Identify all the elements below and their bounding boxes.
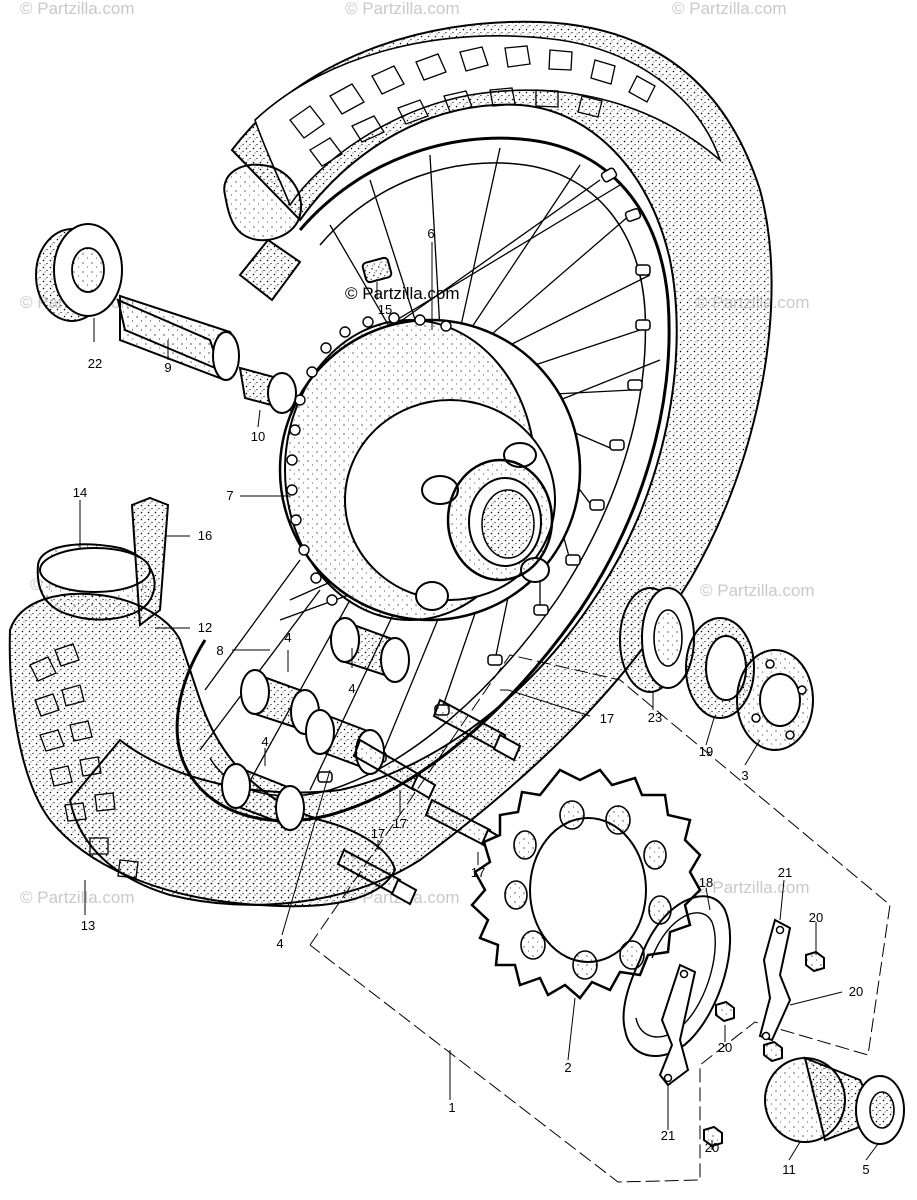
part-14-tube (36, 543, 156, 621)
callout-22: 22 (88, 356, 102, 371)
tread-blocks (289, 45, 656, 167)
part-18-lock-plate (622, 895, 732, 1057)
hub-bore-inner (481, 489, 535, 559)
callout-4: 4 (284, 630, 291, 645)
callout-19: 19 (699, 744, 713, 759)
callout-14: 14 (73, 485, 87, 500)
part-5-collar (855, 1075, 905, 1145)
callout-17: 17 (393, 816, 407, 831)
part-9-spacer (116, 294, 240, 382)
callout-10: 10 (251, 429, 265, 444)
callout-1: 1 (448, 1100, 455, 1115)
damper (330, 617, 410, 683)
callout-23: 23 (648, 710, 662, 725)
watermark: © Partzilla.com (20, 888, 135, 907)
callout-6: 6 (427, 226, 434, 241)
callout-2: 2 (564, 1060, 571, 1075)
callout-17: 17 (600, 711, 614, 726)
tire (68, 20, 773, 906)
inner-tube-cut (223, 163, 303, 242)
callout-15: 15 (378, 302, 392, 317)
part-23-bearing (619, 587, 695, 693)
callout-4: 4 (348, 681, 355, 696)
part-3-retainer (736, 649, 814, 751)
hub-flange-holes (286, 312, 452, 606)
damper (221, 763, 305, 831)
part-20-nuts (703, 950, 825, 1148)
part-16-rim-band (130, 496, 170, 627)
callout-16: 16 (198, 528, 212, 543)
callout-20: 20 (718, 1040, 732, 1055)
callout-5: 5 (862, 1162, 869, 1177)
callout-17: 17 (471, 865, 485, 880)
part-15-valve-cap (361, 256, 393, 284)
callout-12: 12 (198, 620, 212, 635)
callout-21: 21 (661, 1128, 675, 1143)
part-21-lock-washer (658, 963, 697, 1087)
watermark: © Partzilla.com (345, 0, 460, 18)
callout-9: 9 (164, 360, 171, 375)
callout-18: 18 (699, 875, 713, 890)
callout-7: 7 (226, 488, 233, 503)
rim-band-flap (238, 238, 302, 302)
callout-17: 17 (371, 826, 385, 841)
part-2-sprocket (470, 768, 702, 1000)
hub-damper-holes (415, 442, 550, 611)
part-4-dampers (221, 617, 410, 831)
part-10-collar (238, 366, 297, 414)
watermark: © Partzilla.com (700, 581, 815, 600)
watermark: © Partzilla.com (672, 0, 787, 18)
watermark-center: © Partzilla.com (345, 284, 460, 303)
callout-11: 11 (782, 1162, 796, 1177)
watermark: © Partzilla.com (695, 878, 810, 897)
callout-labels: 1 2 3 4 4 4 4 5 6 7 8 9 10 11 12 13 14 1… (73, 226, 870, 1177)
callout-20: 20 (809, 910, 823, 925)
callout-20: 20 (705, 1140, 719, 1155)
callout-3: 3 (741, 768, 748, 783)
callout-13: 13 (81, 918, 95, 933)
watermark: © Partzilla.com (20, 0, 135, 18)
kit-outline (309, 654, 891, 1183)
callout-8: 8 (216, 643, 223, 658)
callout-20: 20 (849, 984, 863, 999)
part-22-bearing (35, 223, 123, 322)
callout-4: 4 (276, 936, 283, 951)
rear-wheel-assembly (68, 20, 773, 906)
callout-21: 21 (778, 865, 792, 880)
part-21-lock-washer (758, 918, 792, 1042)
leader-lines (79, 242, 879, 1161)
callout-4: 4 (261, 734, 268, 749)
